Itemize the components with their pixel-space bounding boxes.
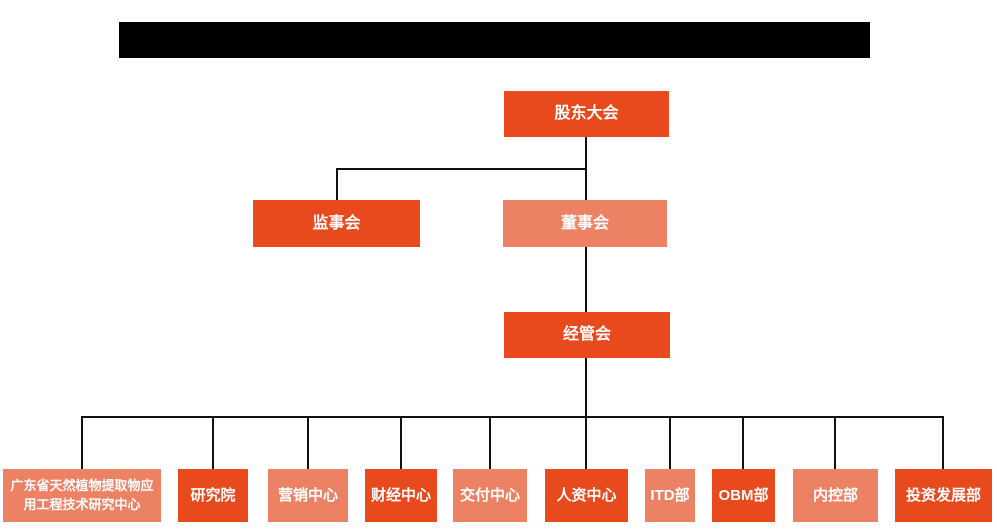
org-node-marketing-center: 营销中心	[268, 469, 348, 522]
org-node-supervisory-board: 监事会	[253, 200, 420, 247]
org-node-itd-department: ITD部	[645, 469, 695, 522]
org-node-guangdong-plant-extract-research-center: 广东省天然植物提取物应用工程技术研究中心	[3, 469, 161, 522]
connector-drop-obm-department	[742, 416, 744, 469]
org-node-shareholders-meeting: 股东大会	[504, 91, 669, 137]
org-node-management-committee: 经管会	[504, 312, 670, 358]
connector-drop-research-institute	[212, 416, 214, 469]
org-node-board-of-directors: 董事会	[503, 200, 667, 247]
org-node-investment-development-department: 投资发展部	[895, 469, 992, 522]
connector-branch-horizontal	[336, 168, 587, 170]
connector-drop-itd-department	[669, 416, 671, 469]
connector-drop-hr-center	[585, 416, 587, 469]
connector-drop-marketing-center	[307, 416, 309, 469]
org-node-delivery-center: 交付中心	[453, 469, 527, 522]
connector-drop-delivery-center	[489, 416, 491, 469]
org-node-obm-department: OBM部	[712, 469, 775, 522]
connector-department-spine	[81, 416, 944, 418]
redacted-title-bar	[119, 22, 870, 58]
connector-management-down	[585, 358, 587, 418]
org-node-internal-control-department: 内控部	[793, 469, 878, 522]
connector-drop-internal-control	[834, 416, 836, 469]
connector-supervisors-drop	[336, 168, 338, 200]
connector-directors-management	[585, 247, 587, 312]
connector-drop-research-center	[81, 416, 83, 469]
org-node-finance-center: 财经中心	[365, 469, 437, 522]
org-node-research-institute: 研究院	[178, 469, 248, 522]
org-node-hr-center: 人资中心	[545, 469, 628, 522]
connector-drop-finance-center	[400, 416, 402, 469]
connector-drop-investment-development	[942, 416, 944, 469]
